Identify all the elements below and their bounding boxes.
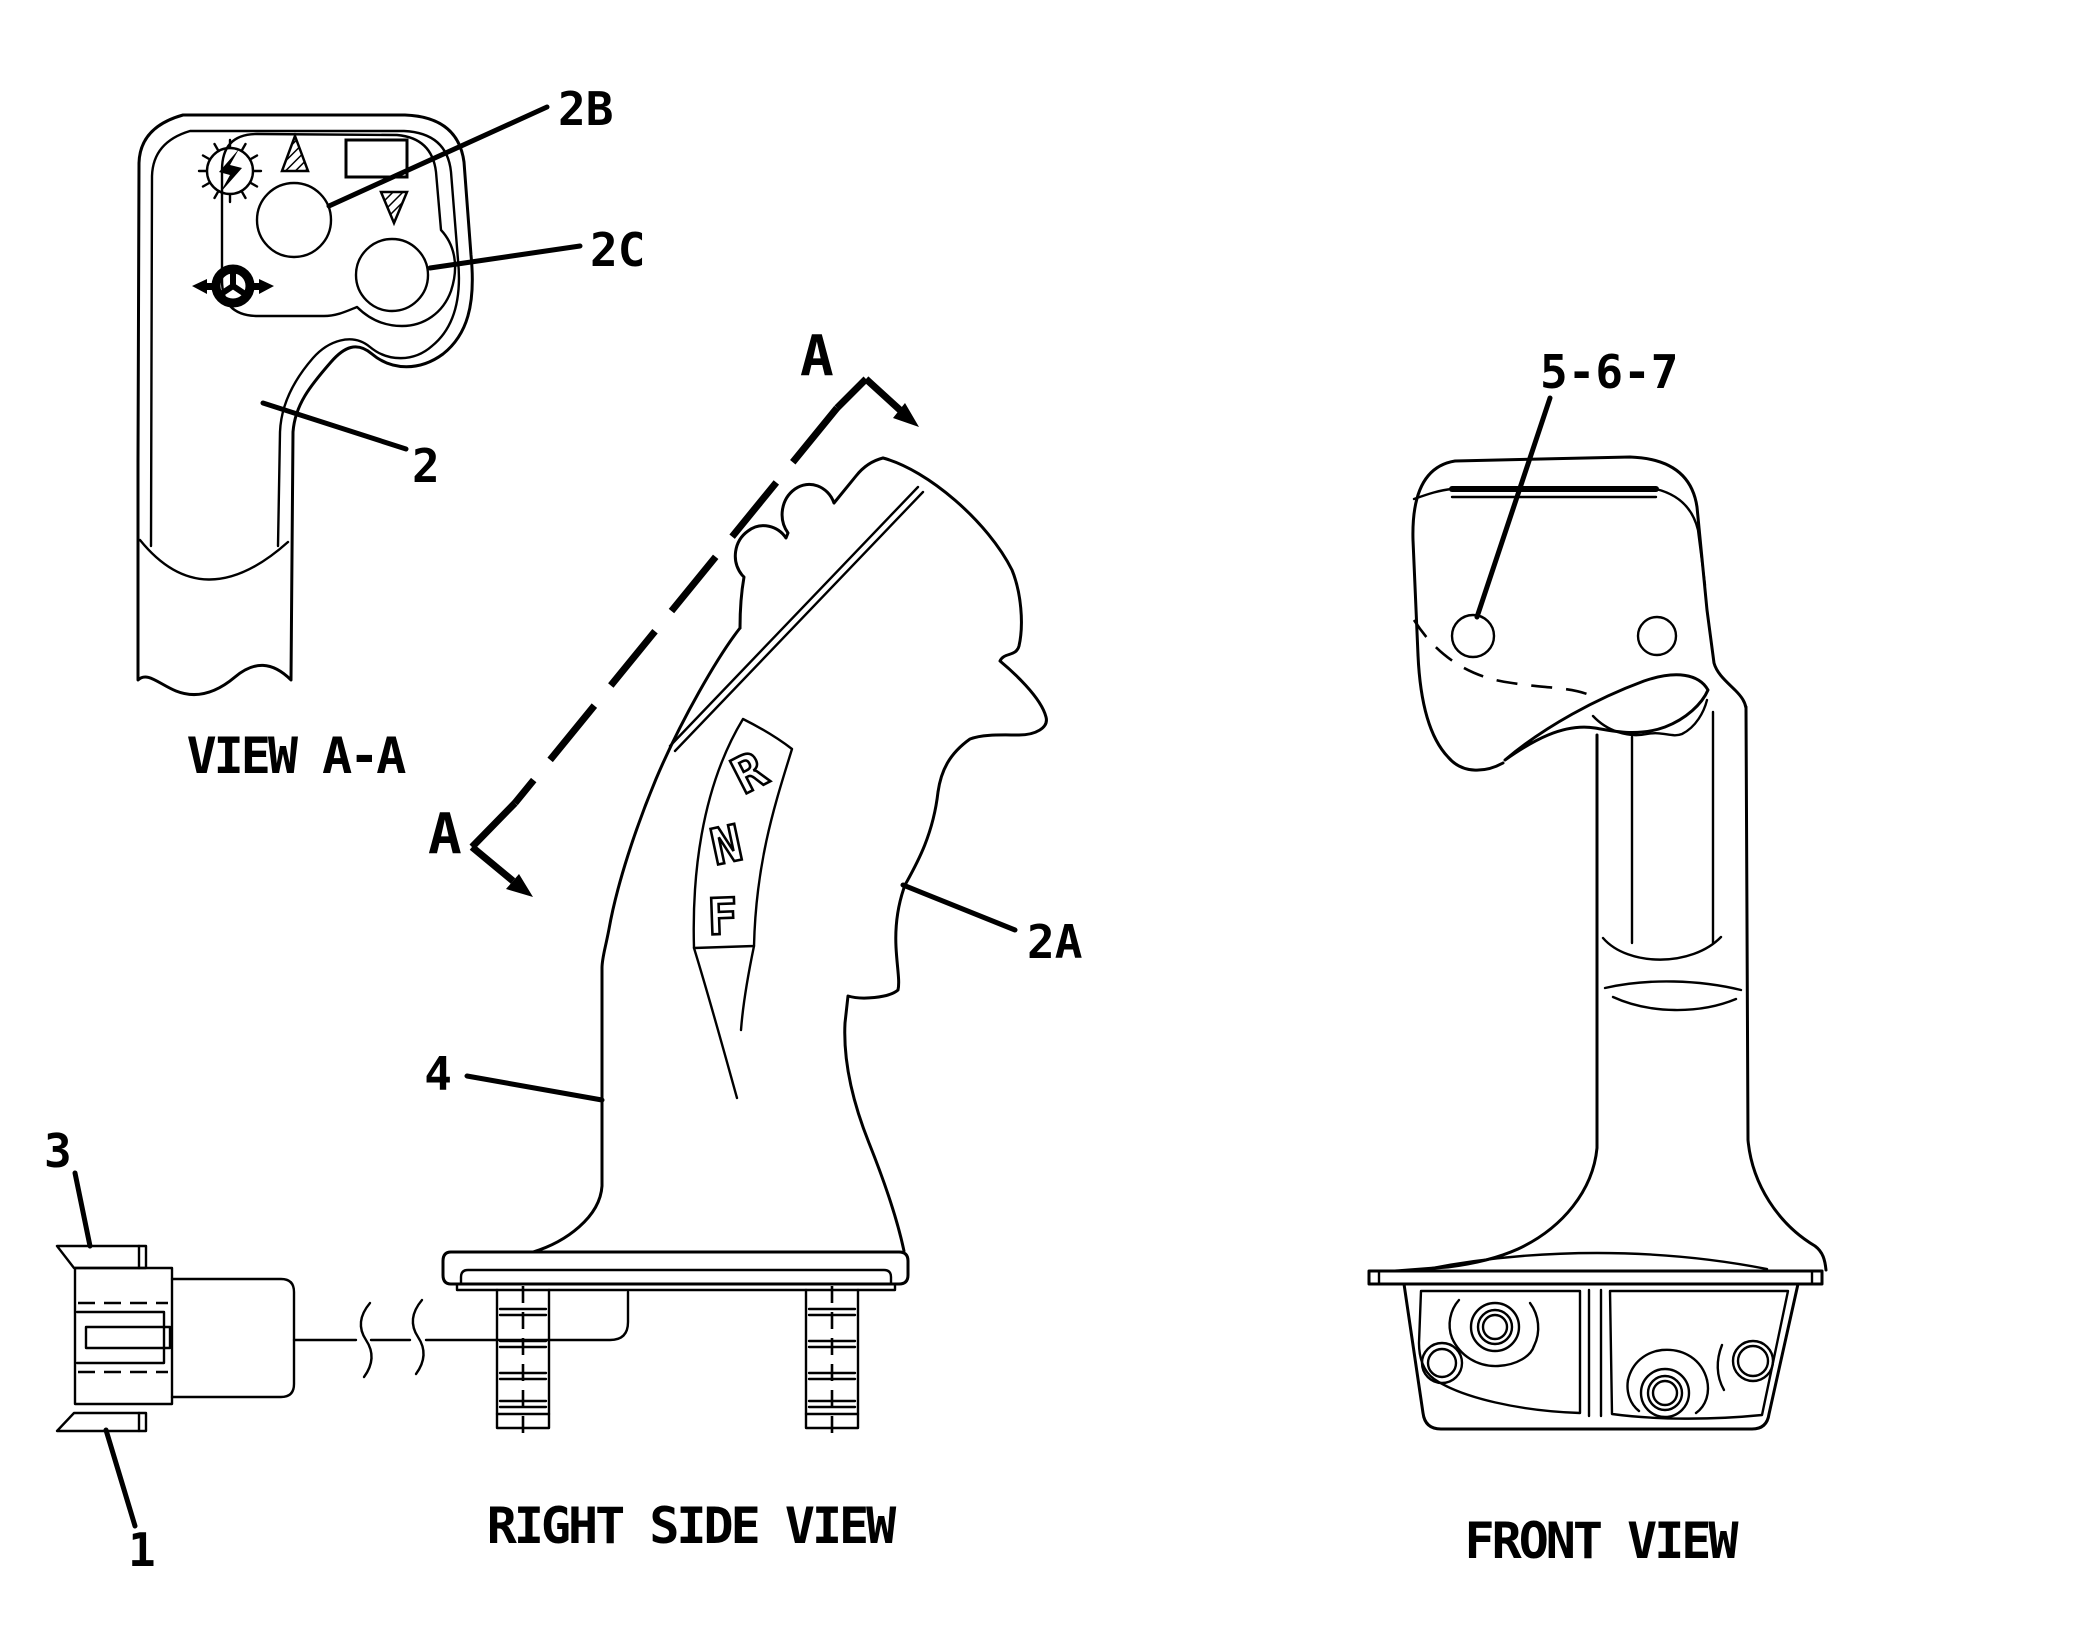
connector-tongue xyxy=(84,1325,172,1350)
front-button-right xyxy=(1636,615,1678,657)
front-button-left xyxy=(1450,613,1496,659)
right-side-view: A A R N F 2A 4 xyxy=(44,324,1082,1577)
up-triangle-icon xyxy=(280,132,310,173)
electrical-connector xyxy=(55,1244,296,1433)
left-arrow-icon xyxy=(192,279,214,294)
head-seam-line-2 xyxy=(673,490,925,753)
cable-break-mark-1 xyxy=(359,1301,373,1379)
handle-side-outline xyxy=(843,456,1048,1253)
leader-2b xyxy=(326,104,550,209)
front-base-body xyxy=(1402,1282,1800,1431)
mounting-plate xyxy=(441,1250,910,1286)
mounting-plate-inner-line xyxy=(459,1268,893,1286)
section-line-top-tail xyxy=(834,376,869,411)
view-aa-caption: VIEW A-A xyxy=(187,727,407,785)
section-arrow-top-head xyxy=(893,403,919,427)
front-head-seam-right-curl xyxy=(1654,487,1707,587)
leader-1 xyxy=(103,1427,138,1529)
cable-break-mark-2 xyxy=(411,1298,425,1376)
lightning-bolt-glyph xyxy=(219,149,242,193)
section-arrow-bottom-shaft xyxy=(469,844,516,884)
section-arrow-bottom-head xyxy=(506,874,533,897)
gear-letter-r: R xyxy=(723,740,777,806)
callout-3: 3 xyxy=(44,1124,72,1178)
section-line-a-a xyxy=(512,405,840,806)
handle-top-outline xyxy=(136,113,474,696)
leader-5-6-7 xyxy=(1474,395,1553,620)
front-head-seam-left-curl xyxy=(1412,487,1454,501)
down-triangle-icon xyxy=(379,190,409,227)
front-stem-channel-bottom xyxy=(1601,935,1723,961)
stud-right xyxy=(804,1286,860,1436)
stud-left xyxy=(495,1286,551,1436)
callout-2b: 2B xyxy=(558,82,613,136)
callout-2: 2 xyxy=(412,439,440,493)
callout-1: 1 xyxy=(128,1523,156,1577)
indicator-window xyxy=(344,138,409,179)
connector-top-flange xyxy=(55,1244,148,1270)
callout-2c: 2C xyxy=(590,223,645,277)
front-head-bottom-left xyxy=(1416,653,1505,772)
front-view-caption: FRONT VIEW xyxy=(1464,1512,1739,1570)
front-base-right-pocket xyxy=(1608,1289,1790,1420)
handle-top-inner-line xyxy=(149,129,461,548)
button-2c xyxy=(354,237,430,313)
right-side-view-caption: RIGHT SIDE VIEW xyxy=(487,1497,897,1555)
front-stem-right-edge xyxy=(1744,705,1828,1272)
handle-front-edge xyxy=(531,626,742,1254)
connector-bottom-flange xyxy=(55,1411,148,1433)
front-stem-lip-upper xyxy=(1603,980,1743,992)
front-palm-crescent xyxy=(1503,673,1710,762)
front-head-outline xyxy=(1411,455,1748,710)
gear-plate-outline xyxy=(692,717,794,950)
button-2b xyxy=(255,181,333,259)
leader-2c xyxy=(427,243,583,271)
front-base-left-pocket xyxy=(1417,1289,1582,1415)
section-letter-top: A xyxy=(800,324,834,389)
section-line-bottom-tail xyxy=(469,800,518,850)
gear-letter-n: N xyxy=(706,814,748,877)
cable-into-base xyxy=(424,1290,630,1342)
gear-lightning-icon xyxy=(197,138,263,204)
grip-inner-line-left xyxy=(692,946,739,1100)
view-a-a: 2B 2C 2 VIEW A-A xyxy=(136,82,645,785)
callout-5-6-7: 5-6-7 xyxy=(1540,345,1678,399)
gear-letter-f: F xyxy=(706,888,738,947)
front-base-flange xyxy=(1367,1269,1824,1286)
steering-wheel-icon xyxy=(211,264,255,308)
section-letter-bottom: A xyxy=(428,802,462,867)
section-arrow-top-shaft xyxy=(863,376,903,413)
grip-scallop-arc xyxy=(138,538,290,581)
front-neck-wave xyxy=(1591,698,1709,737)
callout-4: 4 xyxy=(424,1047,452,1101)
leader-2a xyxy=(900,882,1018,933)
front-view: 5-6-7 xyxy=(1367,345,1828,1570)
mounting-plate-lip xyxy=(455,1282,897,1292)
handle-rocker-bumps-edge xyxy=(733,456,885,630)
front-stem-lip-lower xyxy=(1611,995,1738,1012)
leader-3 xyxy=(72,1170,93,1249)
front-hidden-edge xyxy=(1412,619,1588,696)
connector-body xyxy=(73,1266,174,1406)
head-seam-line-1 xyxy=(668,485,920,748)
leader-2 xyxy=(260,400,409,452)
front-base-dome xyxy=(1425,1251,1769,1271)
connector-boot xyxy=(170,1277,296,1399)
grip-inner-line-right xyxy=(739,944,756,1032)
front-stem-left-edge xyxy=(1393,733,1599,1273)
callout-2a: 2A xyxy=(1027,915,1082,969)
leader-4 xyxy=(464,1073,605,1103)
button-panel-outline xyxy=(220,132,457,328)
right-arrow-icon xyxy=(252,279,274,294)
